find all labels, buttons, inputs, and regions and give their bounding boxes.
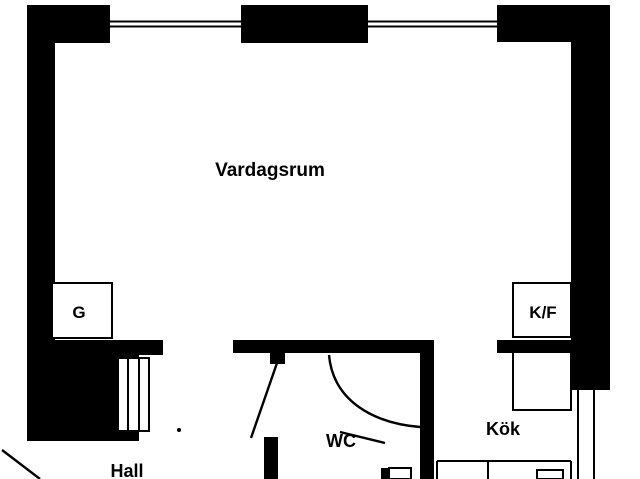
wc-stub-lower	[381, 468, 394, 479]
fixture-boxes-layer: G K/F	[51, 282, 572, 411]
wc-right-wall	[420, 352, 434, 479]
top-middle-pier	[241, 5, 368, 43]
kok-sink-box	[536, 469, 564, 479]
wc-top-wall	[233, 340, 434, 353]
dimension-dot	[177, 428, 181, 432]
room-label-kok: Kök	[486, 419, 521, 439]
kf-box-outline	[512, 282, 572, 338]
hall-closet	[117, 357, 150, 432]
door-swings-layer	[1, 354, 421, 479]
marks-layer	[177, 428, 181, 432]
kok-top-wall	[497, 340, 571, 353]
room-label-vardagsrum: Vardagsrum	[215, 160, 325, 181]
top-right-pier	[497, 5, 610, 42]
top-left-pier	[27, 5, 110, 43]
striped-unit-layer	[117, 357, 150, 432]
hall-door-swing	[1, 449, 41, 479]
windows-layer	[110, 20, 497, 28]
walls-layer	[27, 5, 610, 479]
wc-door-jamb	[270, 352, 285, 364]
hall-small-box	[388, 467, 412, 479]
kok-unit	[512, 351, 572, 411]
room-label-hall: Hall	[110, 461, 143, 479]
kok-door-swing	[339, 430, 386, 445]
g-box-label: G	[72, 303, 85, 322]
thin-fixtures-layer	[388, 390, 595, 479]
g-box-outline	[51, 282, 113, 339]
wc-door-swing-left	[249, 362, 279, 439]
right-exterior-wall	[571, 42, 610, 390]
kf-box-label: K/F	[529, 303, 556, 322]
wc-door-swing-right	[327, 354, 421, 429]
room-label-wc: WC	[326, 431, 356, 451]
hall-partition	[264, 437, 278, 479]
